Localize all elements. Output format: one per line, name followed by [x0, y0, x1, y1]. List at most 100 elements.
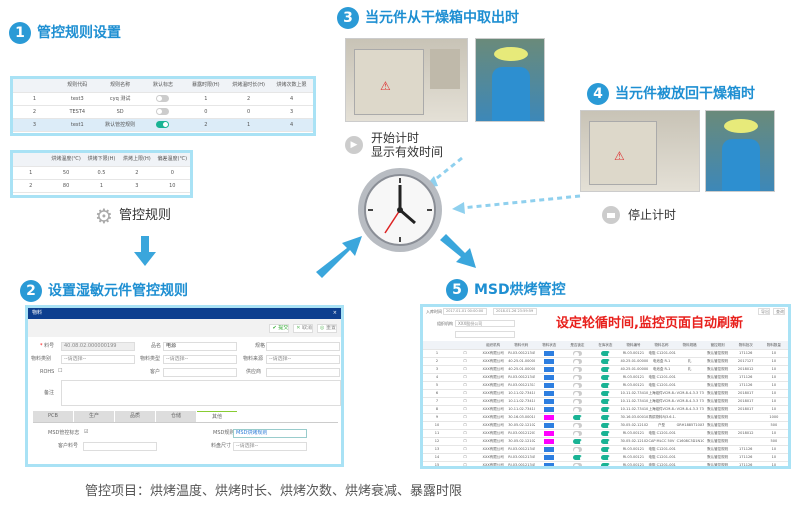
close-icon[interactable]: × — [332, 310, 337, 316]
toggle[interactable] — [600, 390, 613, 396]
toggle[interactable] — [600, 446, 613, 452]
toggle[interactable] — [572, 398, 582, 404]
toggle[interactable] — [572, 446, 582, 452]
toggle[interactable] — [572, 358, 582, 364]
table-cell — [591, 413, 620, 422]
org-select[interactable]: XXX股份公司 — [455, 320, 515, 327]
toggle[interactable] — [156, 94, 170, 102]
toggle[interactable] — [572, 414, 585, 420]
toggle[interactable] — [600, 374, 613, 380]
type-select[interactable]: --请选择-- — [163, 355, 237, 364]
toggle[interactable] — [572, 382, 582, 388]
toggle[interactable] — [600, 454, 613, 460]
table-row[interactable]: 1☐XXX有限公司RI.03.001213450001RI.03.00121电阻… — [423, 349, 788, 358]
name-field[interactable]: 电源 — [163, 342, 237, 351]
column-header — [13, 153, 49, 167]
toggle[interactable] — [600, 350, 613, 356]
tab-1[interactable]: 生产 — [74, 411, 114, 422]
toggle[interactable] — [572, 350, 582, 356]
row-checkbox[interactable]: ☐ — [451, 445, 480, 454]
table-row[interactable]: 12☐XXX有限公司30.05.02.12102017890/05/00130.… — [423, 437, 788, 446]
customer-field[interactable] — [163, 368, 237, 377]
date-from-field[interactable]: 2017-01-01 00:00:00 — [443, 308, 487, 315]
toggle[interactable] — [572, 454, 585, 460]
table-row[interactable]: 4☐XXX有限公司RI.03.001213450004RI.03.00121电阻… — [423, 373, 788, 382]
remark-textarea[interactable] — [61, 380, 341, 406]
submit-button[interactable]: ✔ 提交 — [269, 323, 290, 333]
table-row[interactable]: 3☐XXX有限公司40.25.01.000000299E.03.16/15...… — [423, 365, 788, 374]
row-checkbox[interactable]: ☐ — [451, 421, 480, 430]
toggle[interactable] — [572, 462, 582, 466]
toggle[interactable] — [600, 366, 613, 372]
row-checkbox[interactable]: ☐ — [451, 381, 480, 390]
table-row[interactable]: 5☐XXX有限公司RI.03.001213130003RI.03.00121电阻… — [423, 381, 788, 390]
row-checkbox[interactable]: ☐ — [451, 357, 480, 366]
toggle[interactable] — [572, 430, 582, 436]
row-checkbox[interactable]: ☐ — [451, 349, 480, 358]
table-row[interactable]: 9☐XXX有限公司30.16.03.00010000100/05/00130.1… — [423, 413, 788, 422]
row-checkbox[interactable]: ☐ — [451, 437, 480, 446]
toggle[interactable] — [600, 422, 613, 428]
query-button[interactable]: 查询 — [773, 308, 785, 315]
toggle[interactable] — [572, 438, 585, 444]
row-checkbox[interactable]: ☐ — [451, 413, 480, 422]
toggle[interactable] — [600, 438, 613, 444]
toggle[interactable] — [572, 422, 582, 428]
toggle[interactable] — [572, 390, 582, 396]
tab-2[interactable]: 品质 — [115, 411, 155, 422]
material-search-field[interactable] — [455, 331, 515, 338]
toggle[interactable] — [600, 406, 613, 412]
toggle[interactable] — [600, 398, 613, 404]
reel-select[interactable]: --请选择-- — [233, 442, 307, 451]
reset-button[interactable]: ◎ 重置 — [317, 323, 337, 333]
row-checkbox[interactable]: ☐ — [451, 389, 480, 398]
row-checkbox[interactable]: ☐ — [451, 373, 480, 382]
msd-rule-select[interactable]: MSD烘烤规则 — [233, 429, 307, 438]
table-row[interactable]: 15☐XXX有限公司RI.03.001213450004RI.03.00121电… — [423, 461, 788, 466]
tab-4[interactable]: 其他 — [197, 411, 237, 422]
toggle[interactable] — [572, 374, 582, 380]
toggle[interactable] — [600, 414, 613, 420]
toggle[interactable] — [156, 107, 170, 115]
cust-pn-field[interactable] — [83, 442, 157, 451]
row-checkbox[interactable]: ☐ — [451, 365, 480, 374]
toggle[interactable] — [600, 358, 613, 364]
cat-select[interactable]: --请选择-- — [61, 355, 135, 364]
source-select[interactable]: --请选择-- — [266, 355, 340, 364]
toggle[interactable] — [156, 120, 170, 128]
toggle[interactable] — [600, 462, 613, 466]
table-row[interactable]: 11☐XXX有限公司RI.03.00121201801/22/02RI.03.0… — [423, 429, 788, 438]
cancel-button[interactable]: ✕ 取消 — [293, 323, 314, 333]
tab-3[interactable]: 仓储 — [156, 411, 196, 422]
row-number: 3 — [423, 365, 452, 374]
supplier-field[interactable] — [266, 368, 340, 377]
row-checkbox[interactable]: ☐ — [451, 429, 480, 438]
table-row[interactable]: 10☐XXX有限公司30.05.02.121020200/05/00130.05… — [423, 421, 788, 430]
code-field[interactable]: 40.08.02.000000199 — [61, 342, 135, 351]
table-row[interactable]: 2☐XXX有限公司40.25.01.000000299E.05/0440.25.… — [423, 357, 788, 366]
table-row[interactable]: 6☐XXX有限公司10.11.02.73410247601/05/0110.11… — [423, 389, 788, 398]
tab-0[interactable]: PCB — [33, 411, 73, 422]
spec-field[interactable] — [266, 342, 340, 351]
toggle[interactable] — [600, 382, 613, 388]
toggle[interactable] — [572, 406, 582, 412]
table-row[interactable]: 7☐XXX有限公司10.11.02.73410247601/05/0210.11… — [423, 397, 788, 406]
row-checkbox[interactable]: ☐ — [451, 453, 480, 462]
toggle[interactable] — [572, 366, 582, 372]
msd-flag-checkbox[interactable]: ☑ — [84, 429, 89, 435]
row-checkbox[interactable]: ☐ — [451, 397, 480, 406]
toggle[interactable] — [600, 430, 613, 436]
row-checkbox[interactable]: ☐ — [451, 405, 480, 414]
export-button[interactable]: 导出 — [758, 308, 770, 315]
table-row[interactable]: 13☐XXX有限公司RI.03.001213450002RI.03.00121电… — [423, 445, 788, 454]
date-to-field[interactable]: 2018-01-26 23:59:59 — [493, 308, 537, 315]
row-checkbox[interactable]: ☐ — [451, 461, 480, 466]
rohs-checkbox[interactable]: ☐ — [58, 368, 63, 374]
table-row[interactable]: 14☐XXX有限公司RI.03.001213450003RI.03.00121电… — [423, 453, 788, 462]
table-row[interactable]: 8☐XXX有限公司10.11.02.73410247601/05/0310.11… — [423, 405, 788, 414]
